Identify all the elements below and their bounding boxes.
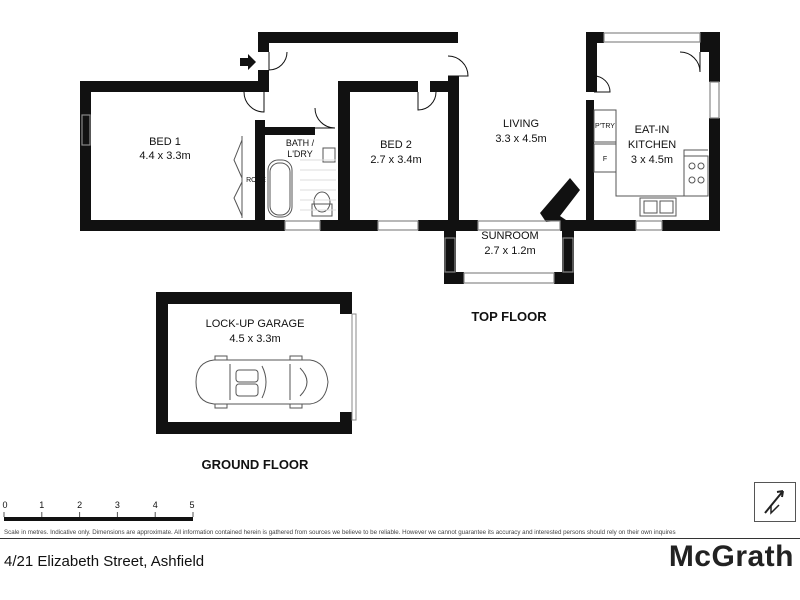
bed1-name: BED 1 <box>149 136 181 148</box>
entry-arrow-icon <box>240 54 256 70</box>
top-floor-label: TOP FLOOR <box>471 309 547 324</box>
kitchen-dims: 3 x 4.5m <box>631 154 673 166</box>
living-name: LIVING <box>503 118 539 130</box>
scale-bar: 0 1 2 3 4 5 <box>2 500 195 521</box>
garage-door <box>351 313 357 421</box>
sunroom-name: SUNROOM <box>481 230 538 242</box>
scale-tick-label: 3 <box>115 500 120 510</box>
scale-tick-label: 4 <box>153 500 158 510</box>
property-address: 4/21 Elizabeth Street, Ashfield <box>4 553 205 570</box>
garage-dims: 4.5 x 3.3m <box>229 333 280 345</box>
sunroom-dims: 2.7 x 1.2m <box>484 245 535 257</box>
kitchen-line2: KITCHEN <box>628 139 676 151</box>
kitchen-fixtures <box>593 109 709 217</box>
kitchen-line1: EAT-IN <box>635 124 670 136</box>
scale-tick-label: 1 <box>39 500 44 510</box>
doors <box>243 51 701 129</box>
robe-doors <box>233 136 243 218</box>
garage-walls <box>156 292 352 434</box>
car-icon <box>195 355 329 409</box>
windows <box>81 32 720 284</box>
bed2-dims: 2.7 x 3.4m <box>370 154 421 166</box>
bath-label-line2: L'DRY <box>287 149 313 159</box>
brand-logo: McGrath <box>668 540 794 573</box>
bed2-name: BED 2 <box>380 139 412 151</box>
ground-floor-label: GROUND FLOOR <box>202 457 309 472</box>
north-arrow-icon <box>754 482 796 522</box>
walls <box>80 32 720 284</box>
divider <box>0 538 800 539</box>
bath-fixtures <box>267 147 336 218</box>
scale-tick-label: 2 <box>77 500 82 510</box>
robe-label: ROBE <box>246 177 266 184</box>
scale-tick-label: 5 <box>189 500 194 510</box>
garage-name: LOCK-UP GARAGE <box>206 318 305 330</box>
room-labels: BED 1 4.4 x 3.3m ROBE BATH / L'DRY BED 2… <box>139 118 676 257</box>
fridge-label: F <box>603 156 607 163</box>
pantry-label: P'TRY <box>595 123 615 130</box>
bed1-dims: 4.4 x 3.3m <box>139 150 190 162</box>
living-dims: 3.3 x 4.5m <box>495 133 546 145</box>
scale-tick-label: 0 <box>2 500 7 510</box>
bath-label-line1: BATH / <box>286 138 315 148</box>
disclaimer-text: Scale in metres. Indicative only. Dimens… <box>4 529 676 536</box>
